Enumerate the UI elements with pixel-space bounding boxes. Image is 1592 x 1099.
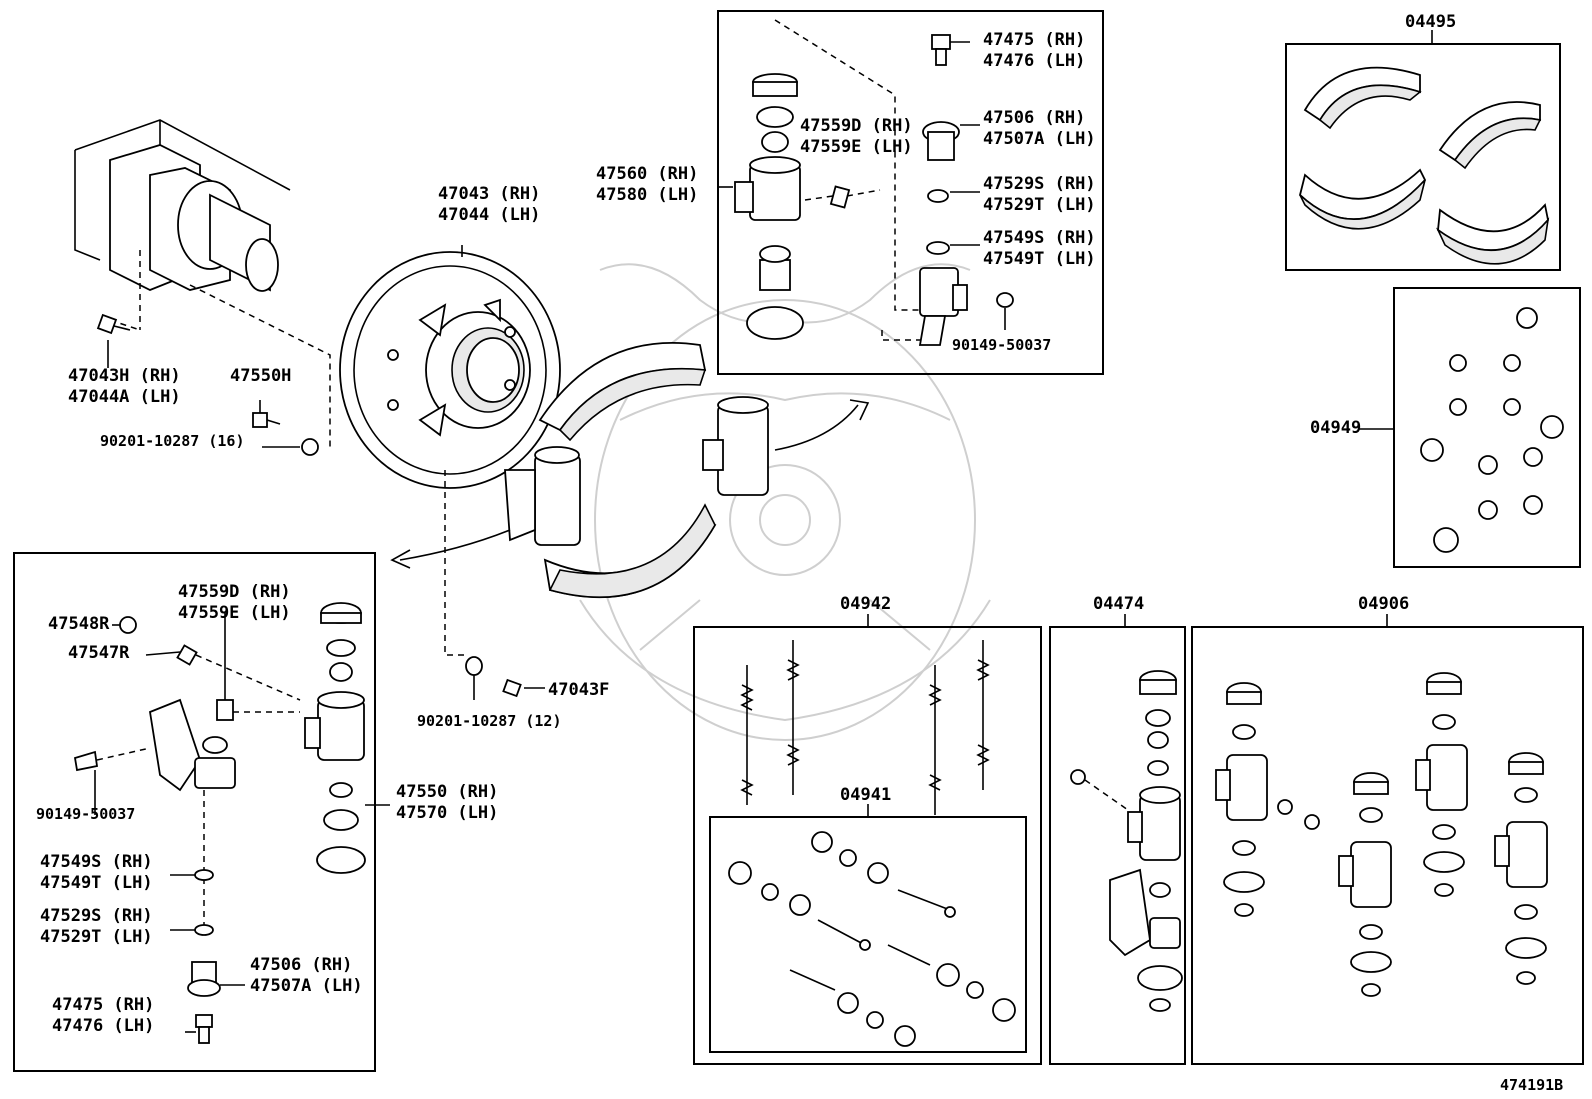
cylinder-kit-box-04474 xyxy=(1049,626,1186,1065)
callout-47529-top: 47529S (RH)47529T (LH) xyxy=(983,174,1096,215)
callout-47506-left: 47506 (RH)47507A (LH) xyxy=(250,955,363,996)
callout-47560: 47560 (RH)47580 (LH) xyxy=(596,164,699,205)
shoes-04495 xyxy=(1298,30,1550,265)
callout-47475-left: 47475 (RH)47476 (LH) xyxy=(52,995,155,1036)
callout-47559-top: 47559D (RH)47559E (LH) xyxy=(800,116,913,157)
callout-04941: 04941 xyxy=(840,785,892,805)
callout-47549-top: 47549S (RH)47549T (LH) xyxy=(983,228,1096,269)
callout-04906: 04906 xyxy=(1358,594,1410,614)
cylinder-kit-04474 xyxy=(1070,614,1183,1012)
axle-housing xyxy=(74,119,331,450)
callout-90149-top: 90149-50037 xyxy=(952,336,1052,354)
callout-04474: 04474 xyxy=(1093,594,1145,614)
callout-47506-top: 47506 (RH)47507A (LH) xyxy=(983,108,1096,149)
callout-47559-left: 47559D (RH)47559E (LH) xyxy=(178,582,291,623)
washer-nut-bottom xyxy=(465,656,545,700)
top-box-parts xyxy=(718,19,1014,346)
cylinder-kit-04906 xyxy=(1215,614,1548,997)
shoe-kit-box-04495 xyxy=(1285,43,1561,271)
callout-90201-12: 90201-10287 (12) xyxy=(417,712,562,730)
callout-04495: 04495 xyxy=(1405,12,1457,32)
springs-04941 xyxy=(728,804,1016,1047)
springs-04942 xyxy=(740,614,990,815)
callout-47548r: 47548R xyxy=(48,614,110,634)
callout-90201-16: 90201-10287 (16) xyxy=(100,432,245,450)
wheel-cylinder-box-top xyxy=(717,10,1104,375)
cup-kit-box-04949 xyxy=(1393,287,1581,568)
cups-04949 xyxy=(1358,307,1564,553)
callout-47550: 47550 (RH)47570 (LH) xyxy=(396,782,499,823)
callout-47547r: 47547R xyxy=(68,643,130,663)
callout-47550h: 47550H xyxy=(230,366,292,386)
diagram-id: 474191B xyxy=(1500,1076,1564,1094)
bolt-47550h xyxy=(252,400,319,456)
left-box-parts xyxy=(73,602,390,1044)
callout-04949: 04949 xyxy=(1310,418,1362,438)
callout-47549-left: 47549S (RH)47549T (LH) xyxy=(40,852,153,893)
callout-04942: 04942 xyxy=(840,594,892,614)
bolt-47043h xyxy=(96,313,131,368)
callout-47529-left: 47529S (RH)47529T (LH) xyxy=(40,906,153,947)
backing-plate xyxy=(339,245,561,656)
callout-90149-left: 90149-50037 xyxy=(36,805,136,823)
callout-47475-top: 47475 (RH)47476 (LH) xyxy=(983,30,1086,71)
callout-47043: 47043 (RH)47044 (LH) xyxy=(438,184,541,225)
callout-47043f: 47043F xyxy=(548,680,610,700)
wheel-cylinder-box-left xyxy=(13,552,376,1072)
brake-shoes-center xyxy=(390,341,870,599)
callout-47043h: 47043H (RH)47044A (LH) xyxy=(68,366,181,407)
